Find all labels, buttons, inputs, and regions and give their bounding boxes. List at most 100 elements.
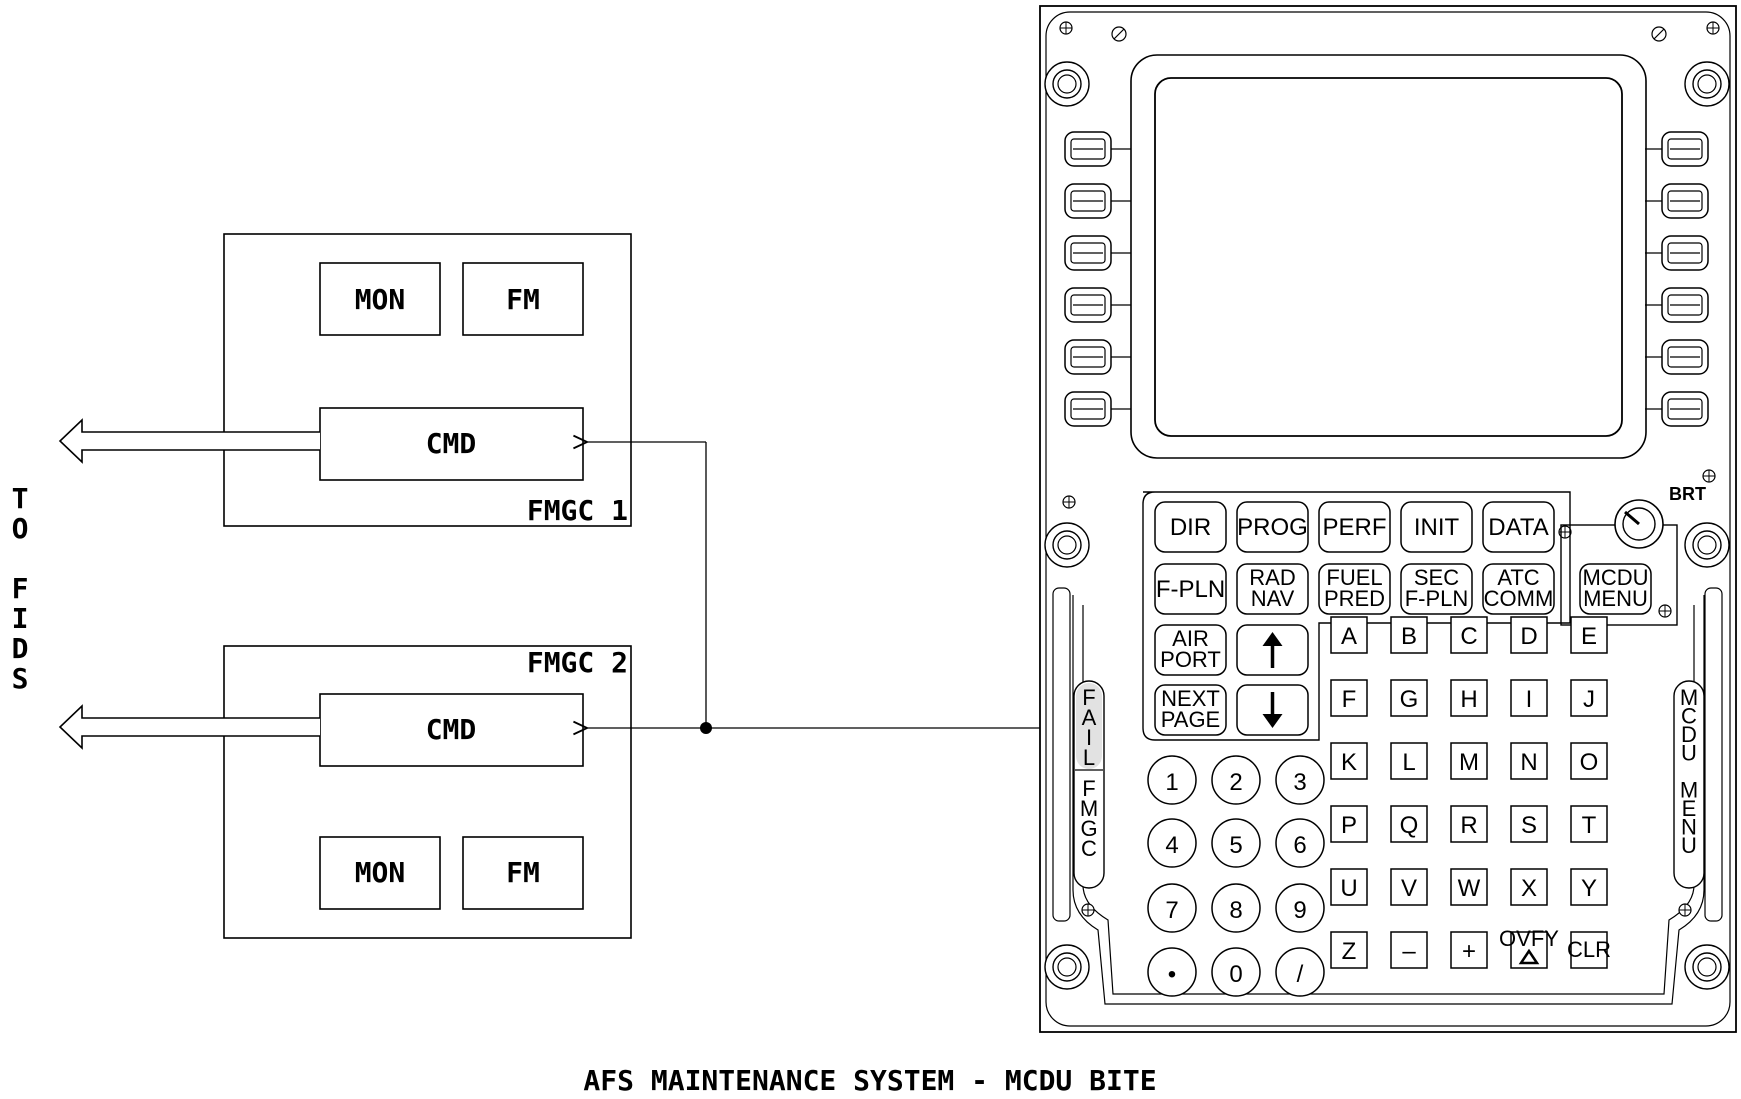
key-letter[interactable]: U [1330,868,1368,906]
key-letter[interactable]: Z [1330,931,1368,969]
brightness-knob-icon[interactable] [1614,499,1664,549]
key-letter[interactable]: B [1390,616,1428,654]
key-number[interactable]: 2 [1211,755,1261,805]
key-letter-label: I [1526,686,1533,713]
key-number-label: 8 [1229,897,1242,924]
key-letter-label: Z [1342,938,1357,965]
line-select-key-right-5[interactable] [1661,339,1709,375]
key-number[interactable]: 8 [1211,883,1261,933]
fmgc-letter: G [1080,816,1097,841]
key-letter[interactable]: I [1510,679,1548,717]
line-select-key-left-3[interactable] [1064,235,1112,271]
key-number[interactable]: 4 [1147,818,1197,868]
key-number[interactable]: 1 [1147,755,1197,805]
key-perf[interactable]: PERF [1318,501,1391,553]
key-number[interactable]: / [1275,947,1325,997]
key-clr-label: CLR [1567,937,1611,962]
key-number[interactable]: 9 [1275,883,1325,933]
key-number[interactable]: 6 [1275,818,1325,868]
key-letter-label: J [1583,686,1595,713]
key-letter[interactable]: S [1510,805,1548,843]
key-fuel-pred-label-1: FUEL [1326,565,1382,590]
line-select-key-right-1[interactable] [1661,131,1709,167]
key-letter[interactable]: F [1330,679,1368,717]
line-select-key-left-4[interactable] [1064,287,1112,323]
function-key-panel [1142,491,1571,741]
fmgc1-name: FMGC 1 [527,494,628,527]
key-dir-label: DIR [1170,514,1211,541]
key-prog[interactable]: PROG [1236,501,1309,553]
mcdu-menu-letter: D [1681,722,1697,747]
fmgc1-fm-label: FM [506,283,540,316]
key-number[interactable]: 3 [1275,755,1325,805]
arrow-up-icon [1262,632,1283,668]
key-init[interactable]: INIT [1400,501,1473,553]
key-letter[interactable]: T [1570,805,1608,843]
line-select-key-right-6[interactable] [1661,391,1709,427]
key-letter[interactable]: A [1330,616,1368,654]
key-data[interactable]: DATA [1482,501,1555,553]
fmgc2-unit: FMGC 2 CMD MON FM [223,645,632,939]
screw-icon [1062,495,1076,509]
key-letter-label: M [1459,749,1479,776]
key-init-label: INIT [1414,514,1460,541]
screw-icon [1706,21,1720,35]
key-letter[interactable]: – [1390,931,1428,969]
key-number[interactable]: • [1147,947,1197,997]
key-letter[interactable]: E [1570,616,1608,654]
key-letter[interactable]: X [1510,868,1548,906]
key-letter[interactable]: Q [1390,805,1428,843]
key-letter[interactable]: CLR [1567,931,1611,969]
key-letter[interactable]: G [1390,679,1428,717]
key-letter[interactable]: P [1330,805,1368,843]
key-letter-label: Y [1581,875,1597,902]
line-select-key-left-2[interactable] [1064,183,1112,219]
key-letter[interactable]: N [1510,742,1548,780]
key-airport-label-1: AIR [1172,626,1209,651]
key-fuel-pred-label-2: PRED [1324,586,1385,611]
key-number[interactable]: 7 [1147,883,1197,933]
key-scroll-down[interactable] [1236,684,1309,736]
key-letter[interactable]: R [1450,805,1488,843]
line-select-key-right-2[interactable] [1661,183,1709,219]
key-mcdu-menu-label-1: MCDU [1583,565,1649,590]
key-letter[interactable]: C [1450,616,1488,654]
brt-label: BRT [1669,484,1706,504]
screw-icon [1081,903,1095,917]
line-select-key-left-5[interactable] [1064,339,1112,375]
key-letter[interactable]: V [1390,868,1428,906]
key-letter[interactable]: O [1570,742,1608,780]
key-dir[interactable]: DIR [1154,501,1227,553]
to-fids-letter: O [12,512,29,545]
key-letter[interactable]: H [1450,679,1488,717]
key-number[interactable]: 0 [1211,947,1261,997]
line-select-key-left-6[interactable] [1064,391,1112,427]
key-f-pln[interactable]: F-PLN [1154,563,1227,615]
key-scroll-up[interactable] [1236,624,1309,676]
key-letter[interactable]: W [1450,868,1488,906]
line-select-key-right-4[interactable] [1661,287,1709,323]
mount-hole [1684,61,1730,107]
key-letter[interactable]: L [1390,742,1428,780]
key-letter[interactable]: + [1450,931,1488,969]
line-select-key-left-1[interactable] [1064,131,1112,167]
key-letter[interactable]: M [1450,742,1488,780]
fmgc1-cmd-block [319,407,584,481]
line-select-key-right-3[interactable] [1661,235,1709,271]
key-letter[interactable]: K [1330,742,1368,780]
key-letter[interactable]: D [1510,616,1548,654]
key-letter[interactable]: J [1570,679,1608,717]
key-letter[interactable]: Y [1570,868,1608,906]
key-number[interactable]: 5 [1211,818,1261,868]
key-number-label: 7 [1165,897,1178,924]
key-letter[interactable]: OVFY [1499,926,1559,969]
key-f-pln-label: F-PLN [1156,576,1225,603]
